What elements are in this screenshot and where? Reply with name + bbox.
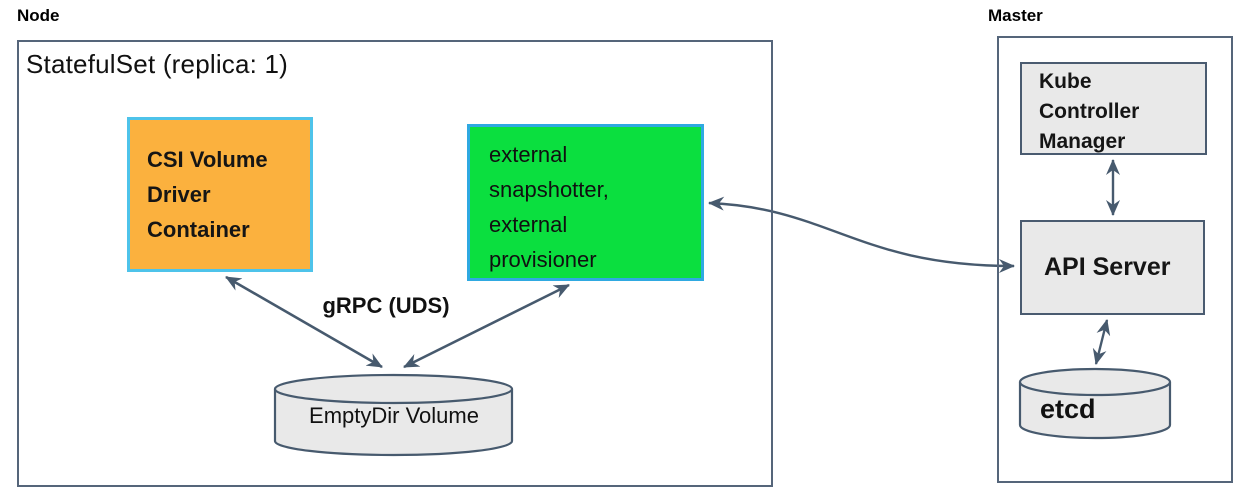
api-server-box: API Server	[1020, 220, 1205, 315]
kcm-box-line: Manager	[1039, 130, 1126, 153]
master-panel-box	[997, 36, 1233, 483]
master-panel-label: Master	[988, 6, 1043, 25]
kcm-box-line: Kube	[1039, 70, 1092, 93]
sidecar-box-line: external	[489, 142, 568, 167]
etcd-label: etcd	[1040, 394, 1096, 424]
external-sidecars-box: external snapshotter, external provision…	[467, 124, 704, 281]
grpc-uds-label: gRPC (UDS)	[322, 293, 450, 318]
api-server-label: API Server	[1044, 253, 1171, 281]
kube-controller-manager-box: Kube Controller Manager	[1020, 62, 1207, 155]
csi-box-line: CSI Volume	[147, 147, 268, 172]
csi-volume-driver-box: CSI Volume Driver Container	[127, 117, 313, 272]
emptydir-volume-label: EmptyDir Volume	[309, 403, 479, 428]
sidecar-box-line: provisioner	[489, 247, 597, 272]
node-panel-label: Node	[17, 6, 60, 25]
csi-box-line: Container	[147, 217, 250, 242]
sidecar-box-line: snapshotter,	[489, 177, 609, 202]
statefulset-title: StatefulSet (replica: 1)	[26, 49, 289, 79]
csi-box-line: Driver	[147, 182, 211, 207]
node-panel-box	[17, 40, 773, 487]
kcm-box-line: Controller	[1039, 100, 1140, 123]
sidecar-box-line: external	[489, 212, 568, 237]
